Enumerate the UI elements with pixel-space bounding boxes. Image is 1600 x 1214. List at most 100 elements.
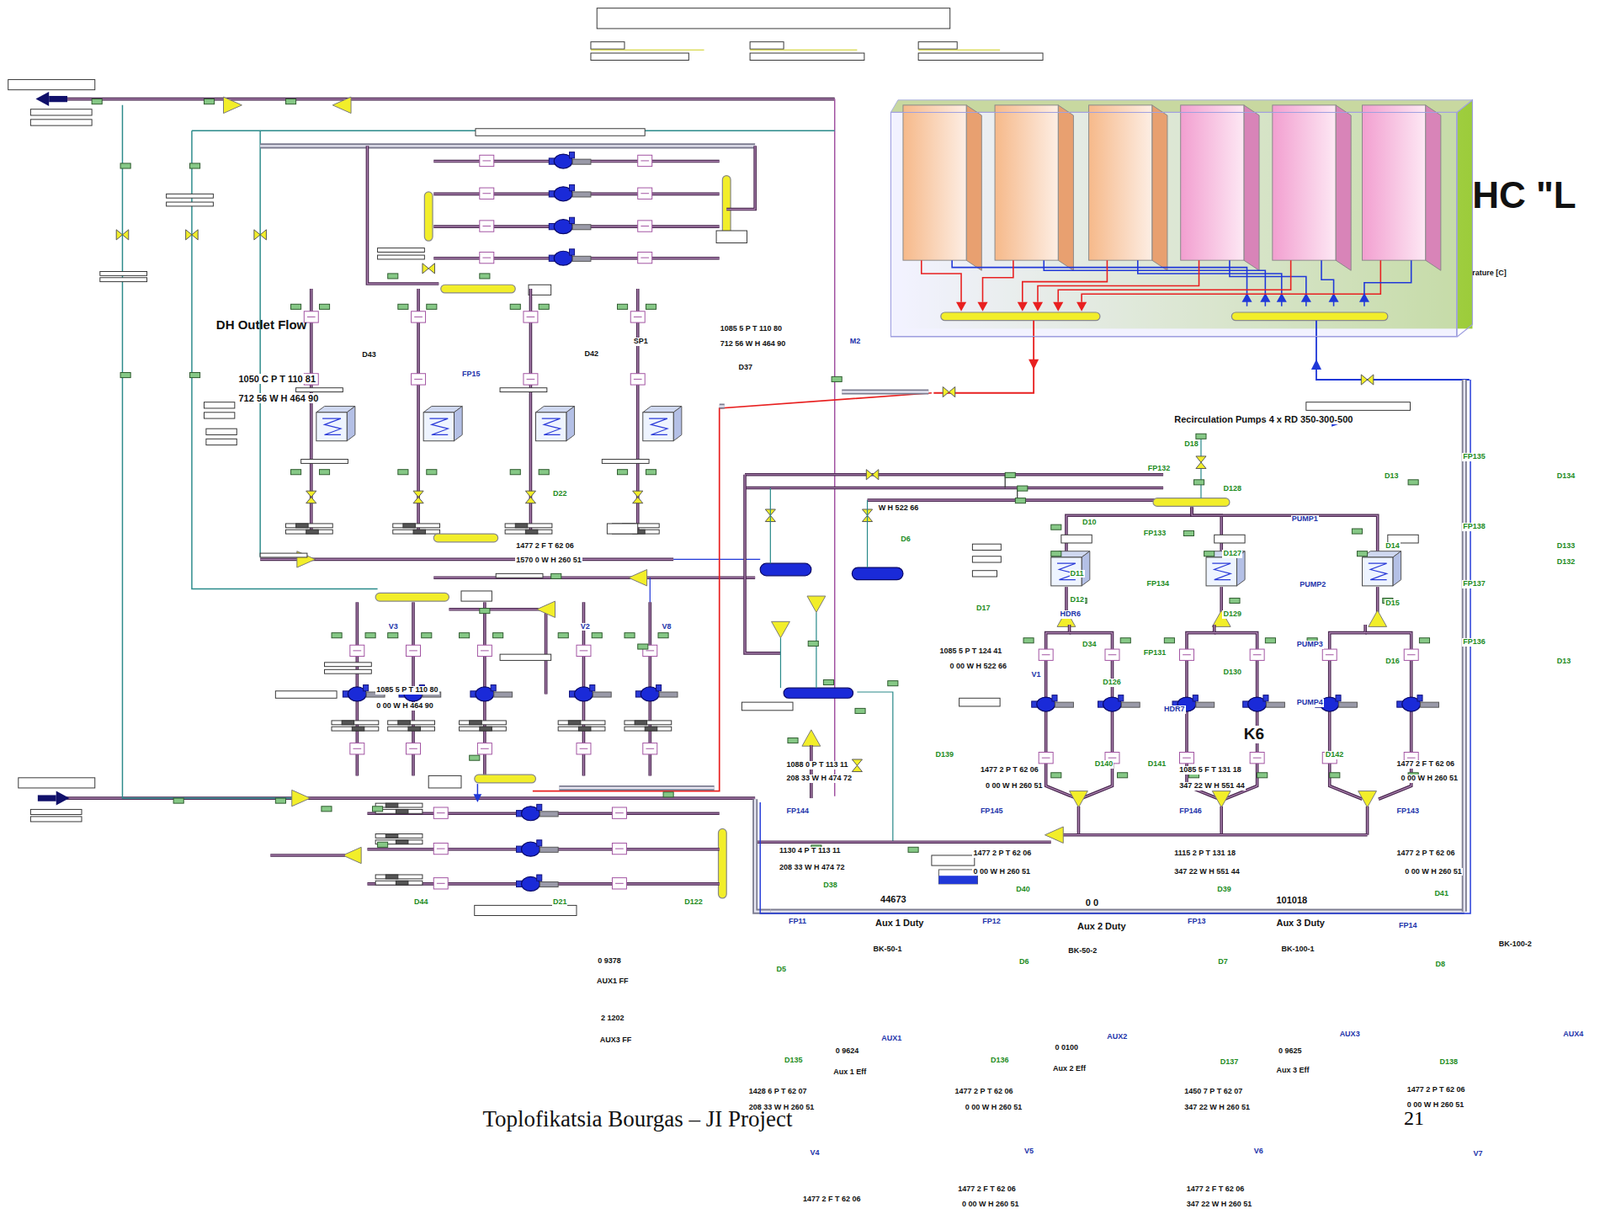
- flow-element-arrow: [352, 649, 362, 651]
- exchanger-front: [316, 412, 347, 442]
- process-pipe-core: [1376, 586, 1378, 612]
- flow-element: [523, 311, 538, 323]
- readout-bar: [624, 726, 672, 731]
- readout-bar: [331, 720, 379, 725]
- stream-name: AUX3: [1339, 1030, 1361, 1039]
- instrument-tag: [203, 99, 214, 105]
- empty-readout: [972, 556, 1001, 563]
- instrument-tag: [291, 303, 302, 309]
- value-readout: Aux 2 Duty: [1076, 920, 1127, 931]
- instrument-tag: [1356, 551, 1367, 557]
- value-readout: 347 22 W H 260 51: [1185, 1200, 1254, 1209]
- flow-element: [1180, 648, 1195, 660]
- stream-name: V8: [661, 622, 673, 632]
- tag-number: D136: [989, 1056, 1010, 1065]
- pump-motor: [1339, 701, 1358, 707]
- instrument-tag: [426, 469, 437, 475]
- empty-readout: [296, 388, 344, 393]
- pump-outlet: [490, 685, 496, 692]
- exchanger-side: [1392, 551, 1402, 586]
- readout-bar-fill: [469, 720, 483, 725]
- double-pipe: [841, 389, 929, 395]
- stream-name: V1: [1030, 670, 1042, 680]
- process-pipe: [744, 473, 1164, 477]
- value-readout: 0 0: [1084, 897, 1100, 908]
- boiler-side: [1425, 105, 1441, 271]
- flow-element-arrow: [640, 257, 649, 259]
- pump-outlet: [1263, 695, 1269, 702]
- value-readout: 1477 2 P T 62 06: [972, 849, 1032, 858]
- stream-name: FP11: [787, 917, 808, 926]
- process-pipe: [270, 853, 346, 857]
- value-readout: 0 00 W H 260 51: [1403, 867, 1463, 877]
- steam-line: [815, 611, 817, 688]
- instrument-tag: [1265, 637, 1276, 644]
- hot-water-line: [1057, 260, 1291, 303]
- pump-outlet: [363, 685, 369, 692]
- header-pipe: [474, 774, 537, 783]
- flow-element-arrow: [307, 316, 316, 318]
- pump-motor: [572, 255, 591, 261]
- valve-symbol: [632, 496, 644, 503]
- steam-line: [866, 499, 868, 568]
- readout-bar: [459, 720, 507, 725]
- tag-number: FP135: [1461, 452, 1487, 462]
- process-pipe: [754, 839, 1052, 844]
- instrument-tag: [645, 303, 656, 309]
- hot-water-line: [921, 260, 962, 303]
- valve-symbol: [260, 229, 266, 240]
- readout-bar-fill: [408, 726, 421, 731]
- arrow-head: [1017, 302, 1028, 312]
- underline: [749, 49, 857, 51]
- empty-readout: [301, 459, 349, 464]
- empty-readout: [324, 662, 373, 667]
- exchanger-front: [643, 412, 674, 442]
- instrument-tag: [120, 372, 131, 378]
- readout-bar-fill: [385, 874, 399, 879]
- tag-number: D22: [552, 489, 569, 499]
- flow-element: [637, 220, 653, 232]
- value-readout: Aux 1 Duty: [874, 917, 925, 928]
- flow-element-arrow: [1407, 757, 1416, 759]
- valve-symbol: [306, 490, 317, 497]
- value-readout: 712 56 W H 464 90: [237, 393, 319, 404]
- flow-element: [411, 311, 426, 323]
- process-pipe-core: [1061, 834, 1368, 835]
- value-readout: 1477 2 F T 62 06: [956, 1185, 1017, 1194]
- instrument-tag: [831, 376, 842, 382]
- empty-readout: [377, 248, 426, 253]
- stream-name: AUX4: [1562, 1030, 1585, 1039]
- pump-motor: [1055, 701, 1074, 707]
- instrument-tag: [493, 632, 504, 638]
- process-pipe-core: [726, 145, 755, 209]
- instrument-tag: [120, 163, 131, 169]
- pump-outlet: [1192, 695, 1198, 702]
- tag-number: D40: [1015, 885, 1032, 894]
- empty-readout: [918, 53, 1043, 60]
- valve-symbol: [306, 496, 317, 503]
- pump-motor: [1420, 701, 1440, 707]
- readout-bar-fill: [525, 529, 538, 534]
- instrument-tag: [887, 680, 899, 686]
- tag-number: D139: [935, 750, 956, 760]
- readout-bar: [504, 523, 553, 528]
- flow-element: [1105, 648, 1120, 660]
- flow-element-arrow: [1041, 757, 1051, 759]
- empty-readout: [8, 79, 96, 91]
- instrument-tag: [1017, 485, 1028, 491]
- flow-element: [523, 373, 538, 385]
- readout-bar-fill: [296, 523, 309, 528]
- empty-readout: [1061, 534, 1092, 543]
- arrow-head: [1359, 292, 1370, 303]
- page-number: 21: [1403, 1106, 1425, 1129]
- tag-number: D140: [1094, 760, 1115, 769]
- value-readout: 0 00 W H 260 51: [1399, 774, 1459, 783]
- valve-symbol: [428, 263, 435, 274]
- value-readout: AUX3 FF: [599, 1036, 633, 1045]
- readout-bar: [375, 880, 423, 885]
- mixer-triangle: [292, 789, 311, 806]
- readout-bar: [393, 523, 441, 528]
- readout-bar-fill: [385, 834, 399, 839]
- instrument-tag: [377, 841, 389, 847]
- flow-element-arrow: [1182, 653, 1191, 655]
